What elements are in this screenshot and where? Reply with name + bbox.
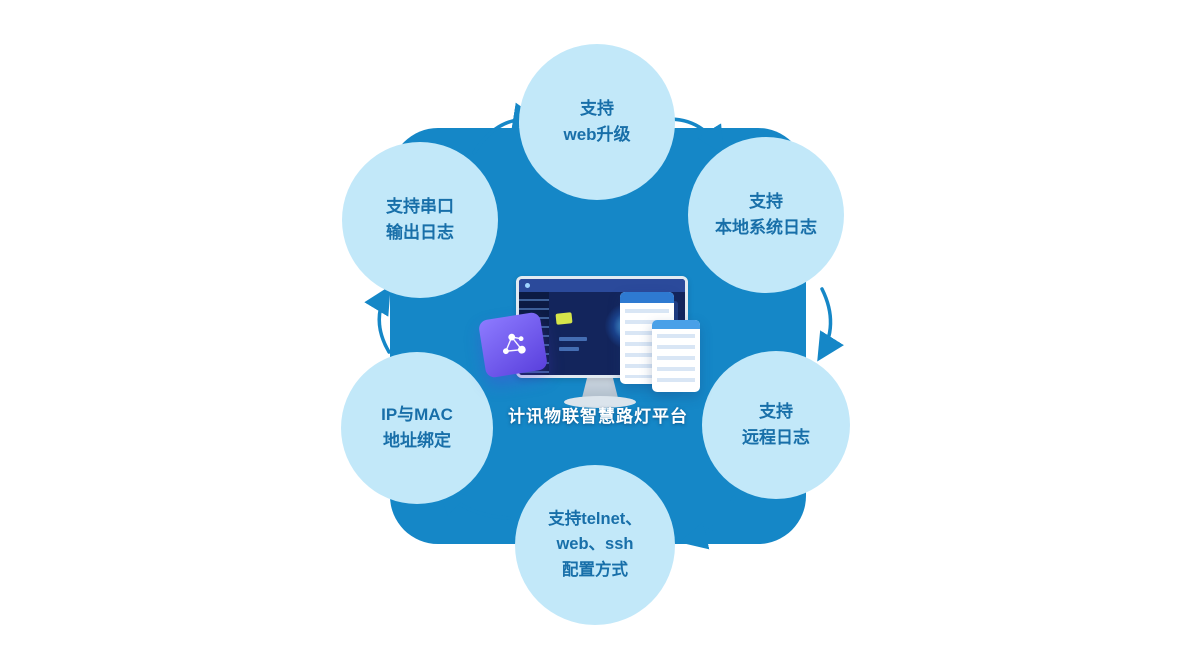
feature-node-local-system-log: 支持 本地系统日志 bbox=[688, 137, 844, 293]
feature-node-web-upgrade: 支持 web升级 bbox=[519, 44, 675, 200]
feature-label: 支持telnet、 web、ssh 配置方式 bbox=[548, 509, 642, 579]
feature-label: 支持 远程日志 bbox=[742, 401, 810, 447]
center-label: 计讯物联智慧路灯平台 bbox=[508, 407, 688, 426]
dashboard-highlight-chip bbox=[555, 312, 573, 325]
dashboard-bar bbox=[559, 347, 579, 351]
feature-node-ip-mac-binding: IP与MAC 地址绑定 bbox=[341, 352, 493, 504]
browser-window-header bbox=[652, 320, 700, 329]
browser-window-icon bbox=[652, 320, 700, 392]
feature-label: IP与MAC 地址绑定 bbox=[381, 404, 453, 450]
browser-window-rows bbox=[657, 334, 695, 386]
feature-node-config-methods: 支持telnet、 web、ssh 配置方式 bbox=[515, 465, 675, 625]
arrow-topright-to-right-icon bbox=[817, 287, 844, 362]
dashboard-bar bbox=[559, 337, 587, 341]
browser-window-header bbox=[620, 292, 674, 303]
feature-node-remote-log: 支持 远程日志 bbox=[702, 351, 850, 499]
arrow-bottomleft-to-topleft-icon bbox=[364, 285, 391, 354]
monitor-stand-base bbox=[564, 396, 636, 408]
purple-app-card-icon bbox=[477, 311, 549, 379]
feature-node-serial-port-log: 支持串口 输出日志 bbox=[342, 142, 498, 298]
molecule-icon bbox=[502, 333, 526, 355]
feature-label: 支持 本地系统日志 bbox=[715, 191, 817, 237]
center-illustration bbox=[468, 266, 732, 416]
feature-label: 支持串口 输出日志 bbox=[386, 196, 454, 242]
monitor-topbar bbox=[519, 279, 685, 292]
feature-label: 支持 web升级 bbox=[563, 98, 631, 144]
